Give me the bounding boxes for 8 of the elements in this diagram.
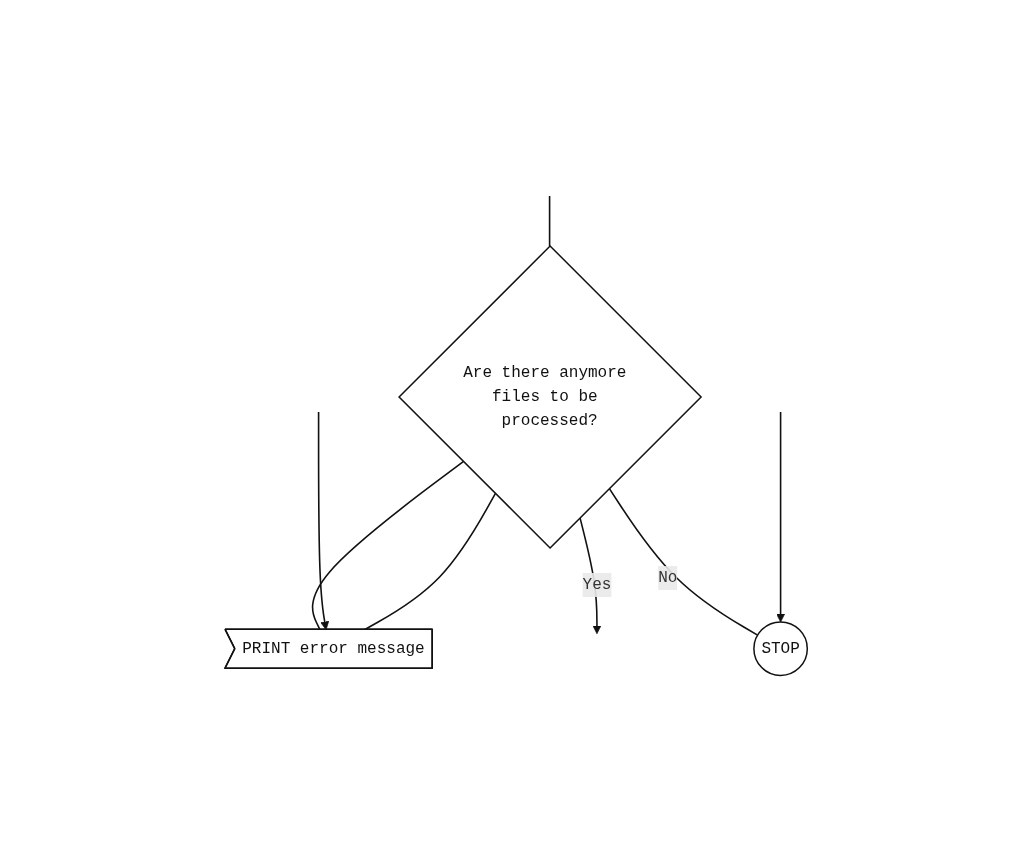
node-diamond: Are there anymore files to be processed? <box>397 244 702 549</box>
connector <box>608 487 759 636</box>
connector <box>775 411 785 623</box>
edge-label: Yes <box>582 575 612 594</box>
connector <box>548 195 551 247</box>
edge-label: No <box>657 568 678 587</box>
node-circle: STOP <box>752 621 808 676</box>
connector <box>317 411 329 630</box>
